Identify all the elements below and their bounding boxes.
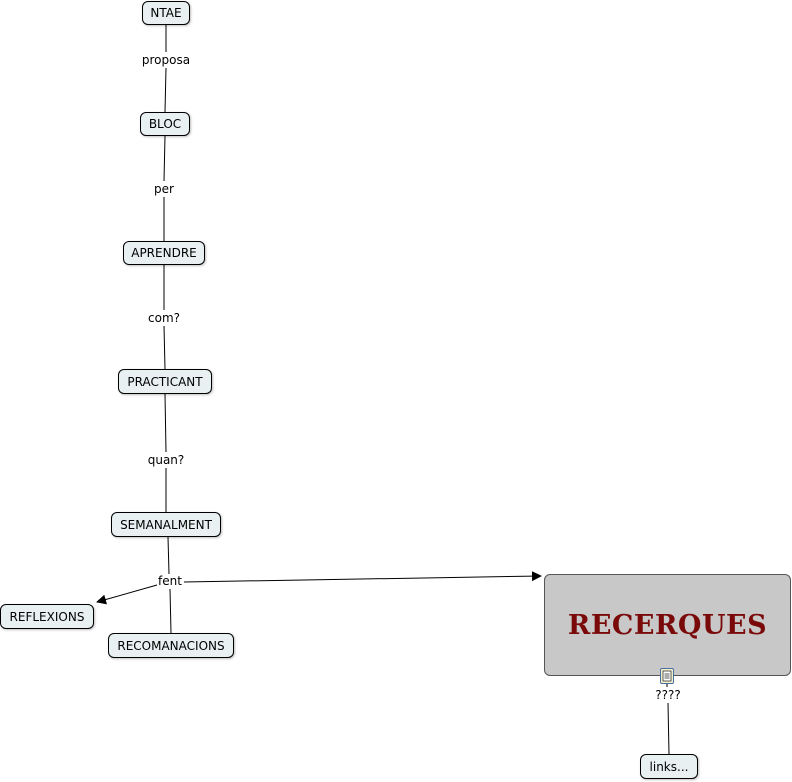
link-practicant-quan bbox=[164, 393, 167, 453]
linking-phrase-fent[interactable]: fent bbox=[157, 574, 183, 588]
concept-recomanacions[interactable]: RECOMANACIONS bbox=[108, 633, 234, 658]
concept-ntae[interactable]: NTAE bbox=[142, 1, 190, 25]
concept-links[interactable]: links... bbox=[640, 754, 698, 779]
link-semanalment-fent bbox=[167, 536, 170, 575]
concept-practicant[interactable]: PRACTICANT bbox=[118, 369, 212, 394]
concept-links-label: links... bbox=[649, 759, 689, 774]
concept-reflexions-label: REFLEXIONS bbox=[9, 609, 85, 624]
link-unknown-links bbox=[667, 702, 670, 755]
linking-phrase-unknown[interactable]: ???? bbox=[654, 688, 682, 702]
concept-reflexions[interactable]: REFLEXIONS bbox=[0, 604, 94, 629]
linking-phrase-per[interactable]: per bbox=[153, 182, 175, 196]
link-fent-recomanacions bbox=[169, 588, 172, 634]
concept-bloc-label: BLOC bbox=[148, 117, 182, 131]
linking-phrase-proposa[interactable]: proposa bbox=[140, 53, 192, 67]
concept-bloc[interactable]: BLOC bbox=[140, 112, 190, 136]
concept-recomanacions-label: RECOMANACIONS bbox=[117, 638, 225, 653]
link-com-practicant bbox=[163, 325, 166, 370]
concept-recerques[interactable]: RECERQUES bbox=[544, 574, 791, 676]
document-icon[interactable] bbox=[660, 668, 674, 684]
concept-ntae-label: NTAE bbox=[150, 6, 182, 20]
concept-aprendre[interactable]: APRENDRE bbox=[123, 241, 205, 265]
arrow-fent-recerques bbox=[183, 571, 542, 583]
link-bloc-per bbox=[163, 135, 166, 182]
concept-semanalment[interactable]: SEMANALMENT bbox=[111, 512, 221, 537]
concept-practicant-label: PRACTICANT bbox=[127, 374, 203, 389]
concept-aprendre-label: APRENDRE bbox=[131, 246, 197, 260]
concept-semanalment-label: SEMANALMENT bbox=[120, 517, 212, 532]
linking-phrase-com[interactable]: com? bbox=[147, 311, 181, 325]
concept-recerques-label: RECERQUES bbox=[567, 609, 768, 641]
arrow-fent-reflexions bbox=[96, 584, 158, 605]
linking-phrase-quan[interactable]: quan? bbox=[146, 453, 186, 467]
link-proposa-bloc bbox=[164, 67, 167, 113]
